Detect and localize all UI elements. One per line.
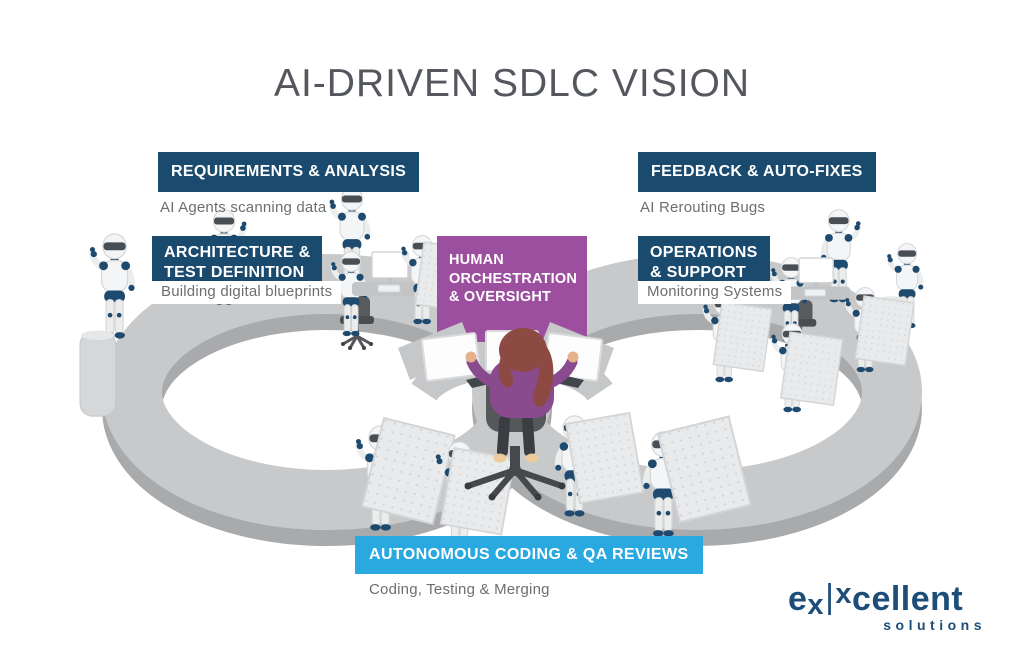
logo-tagline: solutions xyxy=(883,617,986,633)
logo-letter-x1: x xyxy=(807,589,825,621)
robot-figure xyxy=(330,188,371,283)
stage-box-human-orchestration: HUMAN ORCHESTRATION & OVERSIGHT xyxy=(437,236,587,342)
operator-shoe xyxy=(525,453,539,463)
logo-divider: | xyxy=(825,578,835,616)
robot-carrying-board xyxy=(436,442,516,543)
operator-shoe xyxy=(493,453,507,463)
stage-box-requirements: REQUIREMENTS & ANALYSIS xyxy=(158,152,420,193)
stage-box-feedback: FEEDBACK & AUTO-FIXES xyxy=(638,152,876,193)
logo-wordmark: ex|xcellent xyxy=(788,578,964,621)
operator-hair-side xyxy=(498,344,514,388)
operator-hair-flow xyxy=(533,340,554,407)
chair-caster xyxy=(488,493,496,501)
stage-caption-architecture: Building digital blueprints xyxy=(152,281,342,304)
stage-caption-requirements: AI Agents scanning data xyxy=(160,199,327,216)
robot-carrying-board xyxy=(356,417,456,531)
stage-caption-autonomous-coding: Coding, Testing & Merging xyxy=(369,581,550,598)
robot-carrying-board xyxy=(643,415,752,536)
desk-arc xyxy=(411,347,613,402)
logo-letters: cellent xyxy=(852,580,964,618)
operator-hand xyxy=(465,351,477,363)
logo-letter-x2: x xyxy=(835,578,853,610)
stage-box-autonomous-coding: AUTONOMOUS CODING & QA REVIEWS xyxy=(355,536,703,575)
chair-back xyxy=(486,374,546,432)
robot-at-whiteboard xyxy=(703,294,773,383)
robot-figure xyxy=(875,244,923,358)
chair-caster xyxy=(464,482,472,490)
chair-post xyxy=(510,446,520,472)
chair-caster xyxy=(534,493,542,501)
robot-carrying-board xyxy=(555,411,645,517)
stage-caption-feedback: AI Rerouting Bugs xyxy=(640,199,766,216)
robot-at-desk xyxy=(771,258,852,353)
robot-figure xyxy=(79,234,135,417)
chair-hub xyxy=(509,464,521,476)
logo-letter: e xyxy=(788,580,808,618)
operator-leg xyxy=(521,415,536,457)
robot-figure xyxy=(821,210,861,303)
page-title: AI-DRIVEN SDLC VISION xyxy=(273,62,751,105)
chair-star-base xyxy=(465,467,565,500)
stage-caption-operations: Monitoring Systems xyxy=(638,281,792,304)
operator-hand xyxy=(567,351,579,363)
human-operator xyxy=(464,328,579,501)
keyboard-right xyxy=(552,374,584,388)
chair-caster xyxy=(558,482,566,490)
operator-leg xyxy=(496,415,511,457)
robot-at-whiteboard xyxy=(845,288,915,373)
robot-at-whiteboard xyxy=(771,324,844,413)
exxcellent-solutions-logo: ex|xcellent solutions xyxy=(788,578,988,633)
operator-arm xyxy=(542,356,578,390)
robot-at-desk xyxy=(331,252,427,352)
operator-arm xyxy=(466,356,502,390)
operator-torso xyxy=(490,360,554,418)
keyboard-left xyxy=(466,374,498,388)
